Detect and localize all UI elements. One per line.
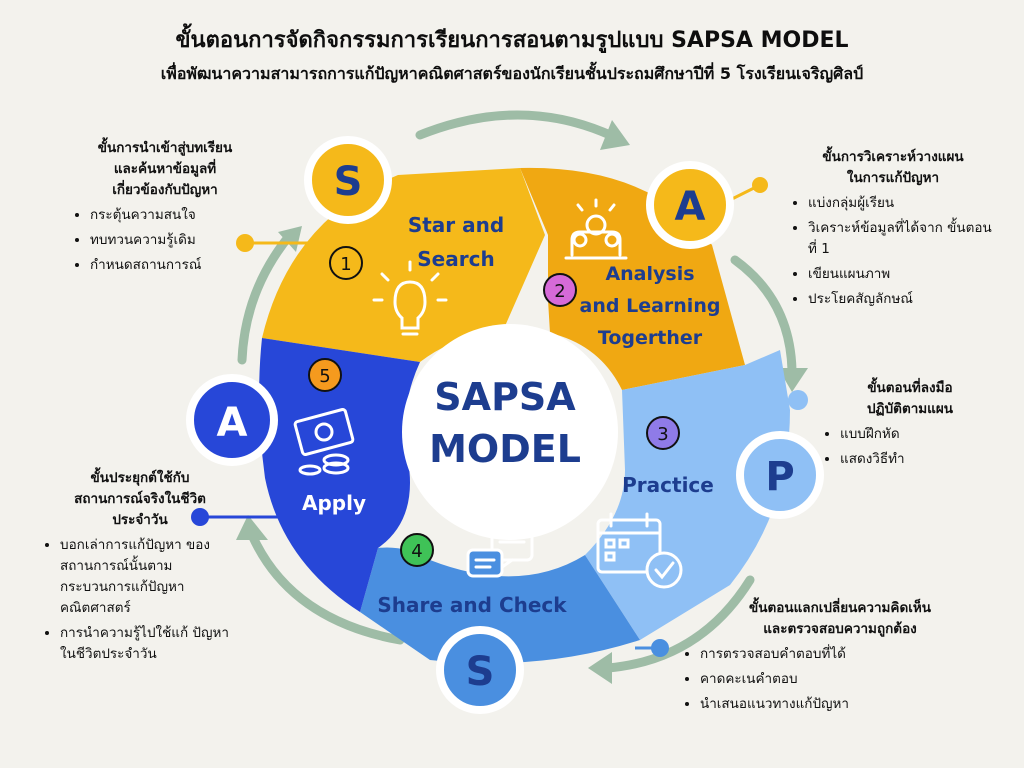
- info-heading-step-4: ขั้นตอนแลกเปลี่ยนความคิดเห็น และตรวจสอบค…: [749, 600, 931, 637]
- info-block-step-5: ขั้นประยุกต์ใช้กับ สถานการณ์จริงในชีวิต …: [40, 468, 240, 669]
- center-title-line1: SAPSA: [434, 375, 576, 419]
- arrowhead-2: [778, 368, 808, 392]
- badge-letter-1: S: [334, 159, 363, 205]
- segment-practice: [585, 350, 790, 640]
- badge-step-4: S: [436, 626, 524, 714]
- page-subtitle: เพื่อพัฒนาความสามารถการแก้ปัญหาคณิตศาสตร…: [160, 64, 864, 83]
- badge-step-2: A: [646, 161, 734, 249]
- segment-label-5: Apply: [302, 491, 366, 515]
- segment-share-check: [360, 547, 640, 664]
- info-heading-step-1: ขั้นการนำเข้าสู่บทเรียน และค้นหาข้อมูลที…: [97, 140, 233, 198]
- cycle-arrow-3-to-4: [603, 575, 755, 673]
- cycle-arrow-4-to-5: [247, 530, 405, 645]
- cycle-arrow-5-to-1: [237, 230, 295, 365]
- step-number-4: 4: [400, 533, 434, 567]
- arrowhead-4: [236, 515, 268, 540]
- info-heading-step-2: ขั้นการวิเคราะห์วางแผน ในการแก้ปัญหา: [822, 149, 964, 186]
- badge-step-3: P: [736, 431, 824, 519]
- bullet-4-3: นำเสนอแนวทางแก้ปัญหา: [700, 694, 1000, 715]
- connector-dot-5: [191, 508, 209, 526]
- step-number-5: 5: [308, 358, 342, 392]
- cycle-arrow-2-to-3: [730, 255, 797, 375]
- connector-dot-1: [236, 234, 254, 252]
- money-coins-icon: [293, 408, 355, 476]
- svg-text:5: 5: [319, 366, 330, 387]
- badge-step-1: S: [304, 136, 392, 224]
- bullet-2-3: เขียนแผนภาพ: [808, 264, 998, 285]
- bullet-3-1: แบบฝึกหัด: [840, 424, 1000, 445]
- segment-label-4: Share and Check: [377, 593, 567, 617]
- calendar-check-icon: [596, 512, 683, 589]
- arrowhead-1: [600, 120, 630, 150]
- chat-bubbles-icon: [466, 530, 534, 578]
- info-block-step-3: ขั้นตอนที่ลงมือ ปฏิบัติตามแผน แบบฝึกหัด …: [820, 378, 1000, 474]
- connector-dot-3: [788, 390, 808, 410]
- connector-dot-2: [752, 177, 768, 193]
- cycle-arrowheads: [236, 120, 808, 684]
- info-block-step-4: ขั้นตอนแลกเปลี่ยนความคิดเห็น และตรวจสอบค…: [680, 598, 1000, 719]
- lightbulb-icon: [372, 260, 448, 336]
- segment-label-2b: and Learning: [580, 295, 721, 317]
- bullet-4-2: คาดคะเนคำตอบ: [700, 669, 1000, 690]
- arrowhead-5: [278, 226, 302, 252]
- bullet-2-4: ประโยคสัญลักษณ์: [808, 289, 998, 310]
- bullet-2-2: วิเคราะห์ข้อมูลที่ได้จาก ขั้นตอนที่ 1: [808, 218, 998, 260]
- bullet-5-1: บอกเล่าการแก้ปัญหา ของสถานการณ์นั้นตาม ก…: [60, 535, 240, 619]
- segment-label-2a: Analysis: [605, 263, 694, 285]
- group-idea-icon: [564, 198, 628, 260]
- info-block-step-2: ขั้นการวิเคราะห์วางแผน ในการแก้ปัญหา แบ่…: [788, 147, 998, 314]
- bullet-2-1: แบ่งกลุ่มผู้เรียน: [808, 193, 998, 214]
- badge-step-5: A: [186, 374, 278, 466]
- bullet-5-2: การนำความรู้ไปใช้แก้ ปัญหาในชีวิตประจำวั…: [60, 623, 240, 665]
- page-title: ขั้นตอนการจัดกิจกรรมการเรียนการสอนตามรูป…: [175, 28, 849, 53]
- segment-apply: [259, 338, 420, 612]
- svg-text:3: 3: [657, 424, 668, 445]
- step-number-2: 2: [543, 273, 577, 307]
- segment-label-1a: Star and: [408, 213, 504, 237]
- info-heading-step-3: ขั้นตอนที่ลงมือ ปฏิบัติตามแผน: [866, 380, 954, 417]
- svg-text:1: 1: [340, 254, 351, 275]
- svg-text:2: 2: [554, 281, 565, 302]
- bullet-4-1: การตรวจสอบคำตอบที่ได้: [700, 644, 1000, 665]
- step-number-3: 3: [646, 416, 680, 450]
- step-number-1: 1: [329, 246, 363, 280]
- badge-letter-2: A: [675, 184, 706, 230]
- cycle-arrow-1-to-2: [415, 110, 615, 140]
- badge-letter-5: A: [217, 400, 248, 446]
- bullet-1-3: กำหนดสถานการณ์: [90, 255, 260, 276]
- arrowhead-3: [588, 652, 612, 684]
- badge-letter-3: P: [765, 454, 794, 500]
- segment-label-2c: Togerther: [598, 327, 703, 349]
- connector-dot-4: [651, 639, 669, 657]
- bullet-1-1: กระตุ้นความสนใจ: [90, 205, 260, 226]
- info-heading-step-5: ขั้นประยุกต์ใช้กับ สถานการณ์จริงในชีวิต …: [74, 470, 206, 528]
- bullet-3-2: แสดงวิธีทำ: [840, 449, 1000, 470]
- bullet-1-2: ทบทวนความรู้เดิม: [90, 230, 260, 251]
- badge-letter-4: S: [466, 649, 495, 695]
- segment-label-3: Practice: [622, 473, 714, 497]
- center-circle: [402, 324, 618, 540]
- segment-label-1b: Search: [417, 247, 494, 271]
- svg-text:4: 4: [411, 541, 422, 562]
- center-title-line2: MODEL: [429, 427, 581, 471]
- info-block-step-1: ขั้นการนำเข้าสู่บทเรียน และค้นหาข้อมูลที…: [70, 138, 260, 280]
